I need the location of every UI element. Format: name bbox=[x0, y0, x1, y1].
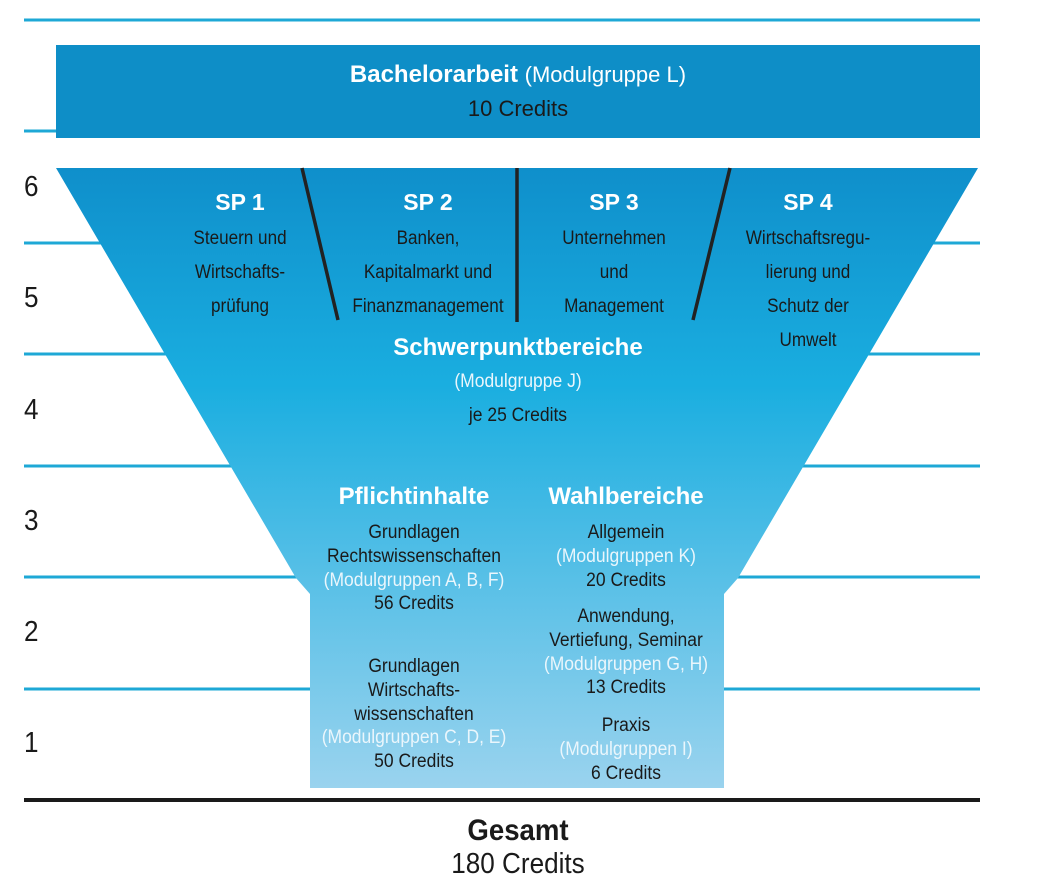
sp1-title: SP 1 bbox=[215, 189, 265, 215]
sp4-line: lierung und bbox=[765, 262, 851, 283]
electives-title: Wahlbereiche bbox=[548, 483, 704, 510]
mandatory-law-line: Grundlagen bbox=[368, 522, 460, 543]
electives-practice-line: Praxis bbox=[601, 715, 651, 736]
divider-sp3-sp4 bbox=[691, 167, 732, 321]
thesis-title-bold: Bachelorarbeit bbox=[349, 61, 518, 88]
focus-summary-credits: je 25 Credits bbox=[468, 405, 568, 426]
electives-block-general: Allgemein (Modulgruppen K) 20 Credits bbox=[516, 521, 737, 592]
semester-number-3: 3 bbox=[24, 505, 39, 537]
mandatory-econ-line: Wirtschafts- bbox=[367, 679, 461, 701]
electives-general-line: Allgemein bbox=[587, 522, 665, 543]
semester-number-4: 4 bbox=[24, 394, 39, 426]
electives-application-line: Anwendung, bbox=[577, 606, 675, 627]
sp1-description: Steuern und Wirtschafts- prüfung bbox=[159, 222, 321, 324]
semester-number-1: 1 bbox=[24, 727, 39, 759]
semester-number-2: 2 bbox=[24, 616, 39, 648]
mandatory-block-economics: Grundlagen Wirtschafts- wissenschaften (… bbox=[304, 655, 525, 774]
sp2-description: Banken, Kapitalmarkt und Finanzmanagemen… bbox=[338, 222, 518, 324]
sp4-line: Schutz der bbox=[767, 296, 849, 317]
divider-sp1-sp2 bbox=[300, 167, 340, 321]
semester-number-5: 5 bbox=[24, 282, 39, 314]
mandatory-title: Pflichtinhalte bbox=[338, 483, 490, 510]
electives-application-line: Vertiefung, Seminar bbox=[549, 629, 703, 651]
thesis-credits: 10 Credits bbox=[467, 96, 569, 121]
sp4-line: Wirtschaftsregu- bbox=[745, 228, 871, 249]
mandatory-econ-module-group: (Modulgruppen C, D, E) bbox=[321, 727, 507, 749]
electives-general-credits: 20 Credits bbox=[586, 569, 666, 591]
sp2-line: Finanzmanagement bbox=[352, 296, 504, 317]
mandatory-block-law: Grundlagen Rechtswissenschaften (Modulgr… bbox=[304, 521, 525, 616]
electives-block-practice: Praxis (Modulgruppen I) 6 Credits bbox=[516, 714, 737, 785]
sp3-description: Unternehmen und Management bbox=[533, 222, 695, 324]
mandatory-law-line: Rechtswissenschaften bbox=[327, 545, 501, 567]
focus-summary-module-group: (Modulgruppe J) bbox=[454, 371, 582, 392]
electives-practice-module-group: (Modulgruppen I) bbox=[559, 738, 693, 760]
mandatory-econ-credits: 50 Credits bbox=[374, 751, 454, 772]
sp3-line: Management bbox=[564, 296, 664, 317]
sp2-line: Banken, bbox=[396, 228, 460, 249]
electives-application-credits: 13 Credits bbox=[586, 677, 666, 699]
sp3-line: Unternehmen bbox=[562, 228, 666, 249]
total-credits: 180 Credits bbox=[451, 848, 585, 880]
sp2-line: Kapitalmarkt und bbox=[363, 262, 493, 283]
funnel-shape bbox=[56, 168, 978, 788]
mandatory-law-credits: 56 Credits bbox=[374, 593, 454, 615]
electives-practice-credits: 6 Credits bbox=[591, 762, 661, 784]
sp1-line: Wirtschafts- bbox=[194, 262, 286, 283]
focus-summary-title: Schwerpunktbereiche bbox=[393, 334, 643, 361]
mandatory-law-module-group: (Modulgruppen A, B, F) bbox=[323, 569, 505, 591]
total-title: Gesamt bbox=[467, 814, 569, 847]
sp1-line: prüfung bbox=[210, 296, 269, 317]
mandatory-econ-line: Grundlagen bbox=[368, 656, 460, 677]
sp4-line: Umwelt bbox=[779, 330, 837, 351]
thesis-title: Bachelorarbeit (Modulgruppe L) bbox=[56, 60, 980, 90]
sp4-description: Wirtschaftsregu- lierung und Schutz der … bbox=[723, 222, 894, 358]
sp1-line: Steuern und bbox=[193, 228, 287, 249]
electives-general-module-group: (Modulgruppen K) bbox=[556, 545, 696, 567]
mandatory-econ-line: wissenschaften bbox=[354, 703, 474, 725]
focus-area-dividers bbox=[300, 167, 732, 322]
sp3-line: und bbox=[599, 262, 629, 283]
semester-number-6: 6 bbox=[24, 171, 39, 203]
sp2-title: SP 2 bbox=[403, 189, 453, 215]
thesis-box bbox=[56, 45, 980, 138]
electives-block-application: Anwendung, Vertiefung, Seminar (Modulgru… bbox=[516, 605, 737, 700]
electives-application-module-group: (Modulgruppen G, H) bbox=[543, 653, 709, 675]
sp3-title: SP 3 bbox=[589, 189, 639, 215]
thesis-module-group: (Modulgruppe L) bbox=[524, 62, 687, 87]
sp4-title: SP 4 bbox=[783, 189, 833, 215]
